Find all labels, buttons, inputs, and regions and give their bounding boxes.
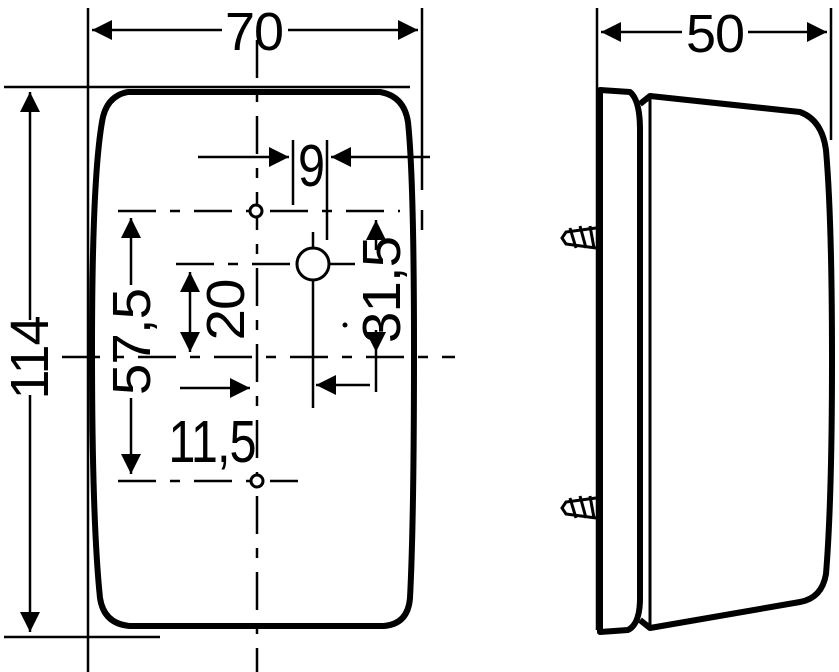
dim-9-label: 9 bbox=[298, 133, 324, 199]
side-view: 50 bbox=[560, 4, 835, 635]
dim-57-5-label: 57,5 bbox=[101, 289, 161, 395]
dim-20-label: 20 bbox=[195, 280, 255, 341]
lower-screw-stud bbox=[560, 495, 597, 520]
dim-dot bbox=[342, 322, 348, 328]
upper-screw-stud bbox=[560, 225, 597, 250]
upper-mounting-hole bbox=[248, 203, 264, 219]
dim-11-5-label: 11,5 bbox=[168, 409, 255, 475]
width-label: 70 bbox=[225, 2, 283, 62]
lamp-body-outline bbox=[89, 89, 417, 629]
front-view: 70 114 9 57,5 bbox=[0, 2, 455, 672]
side-base-flange bbox=[597, 87, 643, 635]
dim-31-5-label: 31,5 bbox=[351, 237, 411, 343]
height-label: 114 bbox=[0, 316, 60, 399]
depth-label: 50 bbox=[686, 4, 744, 64]
side-lens-body bbox=[638, 93, 835, 631]
cable-hole bbox=[295, 246, 331, 282]
lower-mounting-hole bbox=[249, 473, 265, 489]
